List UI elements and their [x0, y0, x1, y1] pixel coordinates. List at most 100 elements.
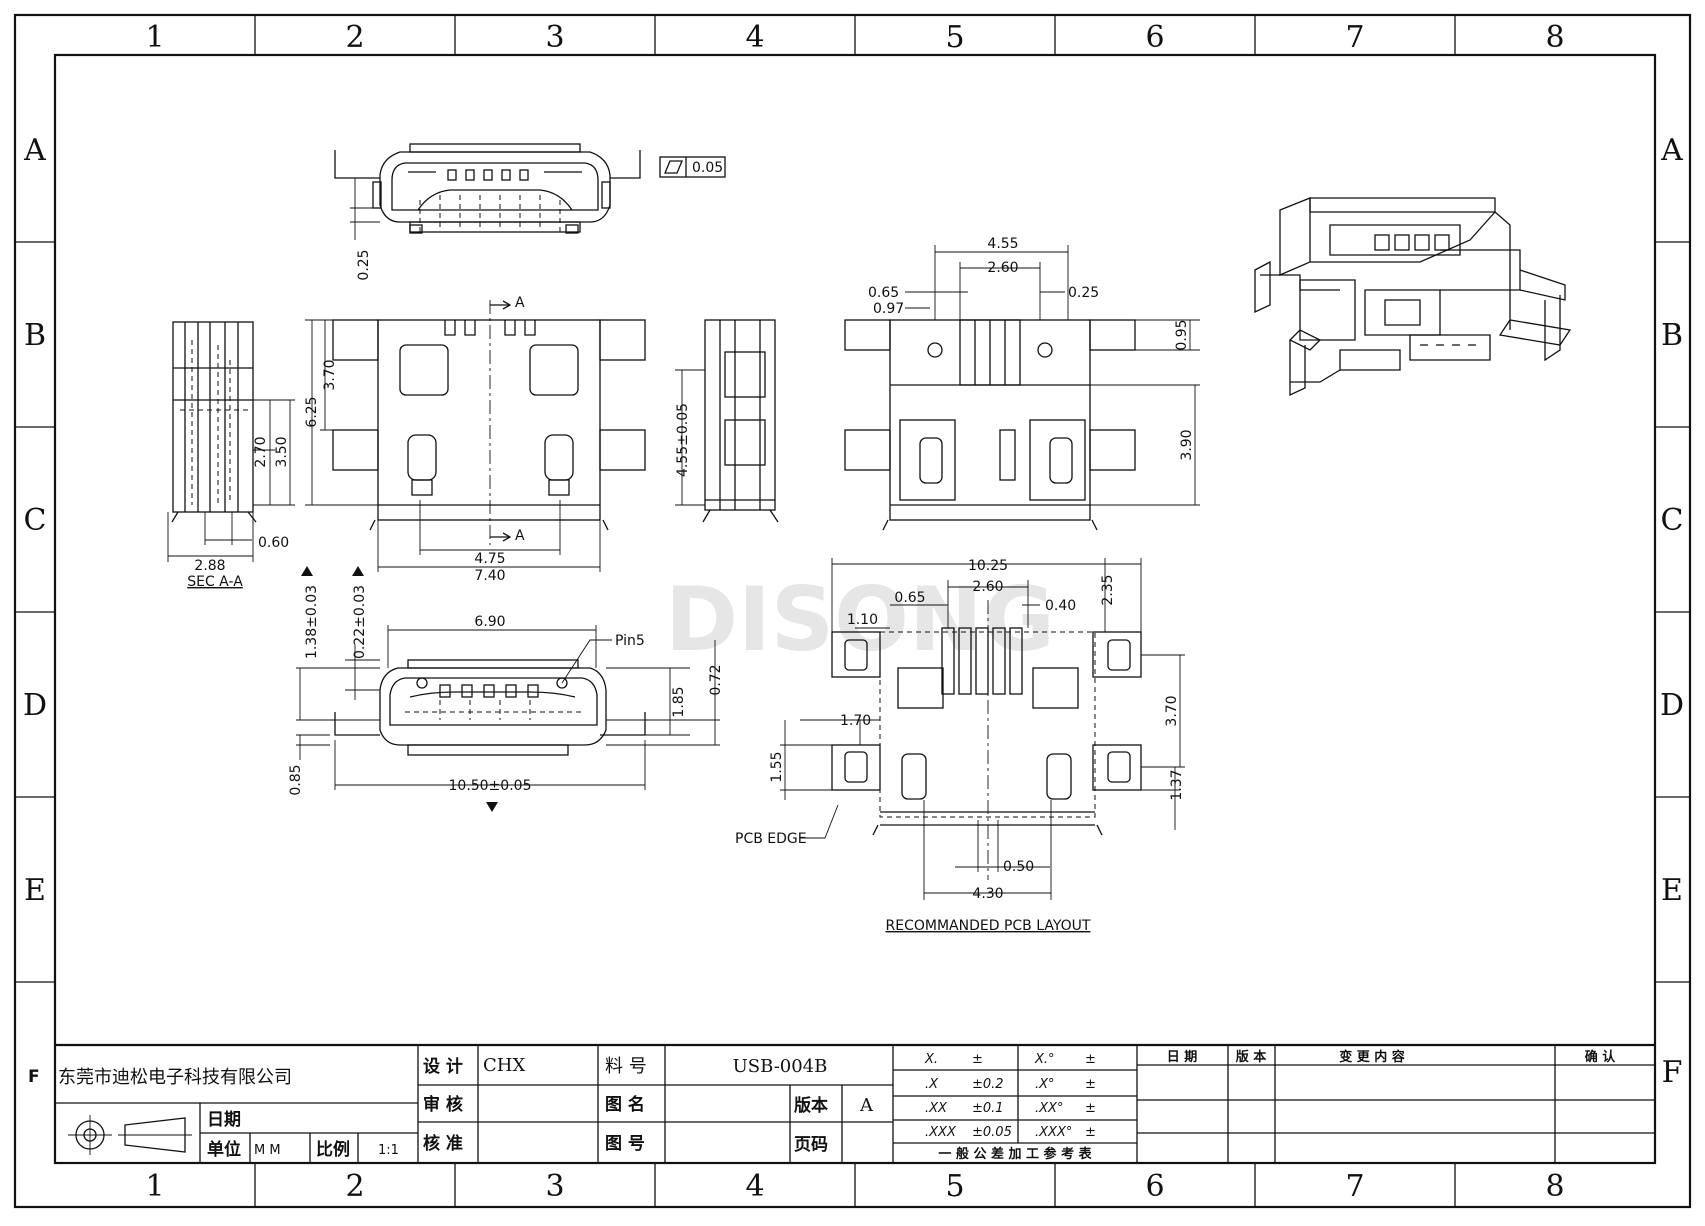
dim-label: 0.60 — [258, 535, 289, 551]
dim-label: 3.90 — [1179, 429, 1195, 460]
datum-triangle — [486, 802, 498, 812]
version-label: 版本 — [794, 1095, 828, 1116]
tol-cell: .X° — [1035, 1077, 1055, 1092]
dim-label: 6.90 — [474, 614, 505, 630]
tol-cell: .XXX — [925, 1125, 957, 1140]
col-label: 5 — [945, 20, 964, 55]
unit-value: M M — [254, 1143, 281, 1158]
designer-value: CHX — [483, 1055, 525, 1076]
tol-cell: ± — [972, 1052, 983, 1067]
dim-label: 0.65 — [894, 590, 925, 606]
company-name: 东莞市迪松电子科技有限公司 — [58, 1067, 292, 1088]
col-label: 3 — [545, 1169, 564, 1204]
pcb-layout-caption: RECOMMANDED PCB LAYOUT — [886, 918, 1091, 934]
scale-label: 比例 — [316, 1139, 350, 1160]
row-label: A — [1660, 133, 1683, 168]
dim-label: 7.40 — [474, 568, 505, 584]
column-labels-bottom: 1 2 3 4 5 6 7 8 — [145, 1169, 1564, 1204]
tolerance-table: X. ± X.° ± .X ±0.2 .X° ± .XX ±0.1 .XX° ±… — [924, 1052, 1096, 1162]
dim-label: 2.88 — [194, 558, 225, 574]
dim-label: 0.25 — [356, 249, 372, 280]
dim-label: 0.65 — [868, 285, 899, 301]
row-label: B — [24, 318, 46, 353]
projection-symbol-icon — [68, 1115, 192, 1155]
col-label: 1 — [145, 1169, 164, 1204]
rear-view: 4.55 2.60 0.65 0.97 0.25 0.95 3.90 — [844, 236, 1200, 531]
dim-label: 10.50±0.05 — [449, 778, 532, 794]
unit-label: 单位 — [207, 1139, 241, 1160]
tol-cell: .XX — [925, 1101, 948, 1116]
flatness-value: 0.05 — [692, 160, 723, 176]
material-label: 料 号 — [605, 1056, 647, 1077]
row-label: E — [1661, 873, 1683, 908]
row-label: A — [23, 133, 46, 168]
dim-label: 0.95 — [1174, 319, 1190, 350]
row-label: B — [1661, 318, 1683, 353]
dim-label: 1.37 — [1169, 769, 1185, 800]
datum-triangle — [301, 566, 313, 576]
flatness-callout: 0.05 — [659, 156, 726, 178]
tol-cell: .X — [925, 1077, 939, 1092]
dim-label: 10.25 — [968, 558, 1008, 574]
tol-cell: ± — [1085, 1077, 1096, 1092]
dim-label: 0.50 — [1003, 859, 1034, 875]
version-value: A — [859, 1095, 874, 1116]
dim-label: 1.70 — [840, 713, 871, 729]
tol-cell: ± — [1085, 1125, 1096, 1140]
column-labels-top: 1 2 3 4 5 6 7 8 — [145, 20, 1564, 55]
drawing-frame — [13, 13, 1692, 1209]
section-view: 2.88 0.60 2.70 3.50 SEC A-A — [167, 321, 295, 590]
drawing-no-label: 图 号 — [605, 1134, 645, 1154]
dim-label: 0.25 — [1068, 285, 1099, 301]
top-view: 0.25 0.05 — [334, 143, 726, 281]
col-label: 8 — [1545, 1169, 1564, 1204]
col-label: 8 — [1545, 20, 1564, 55]
pin-label: Pin5 — [615, 633, 645, 649]
pcb-layout-view: 10.25 0.65 2.60 0.40 2.35 1.10 3.70 1.70… — [735, 558, 1185, 934]
tol-cell: ±0.1 — [972, 1101, 1004, 1116]
rev-header-date: 日 期 — [1167, 1050, 1198, 1065]
dim-label: 2.60 — [972, 579, 1003, 595]
dim-label: 0.97 — [873, 301, 904, 317]
material-number: USB-004B — [733, 1056, 828, 1077]
scale-value: 1:1 — [378, 1143, 399, 1158]
dim-label: 1.10 — [847, 612, 878, 628]
col-label: 6 — [1145, 1169, 1164, 1204]
section-label: SEC A-A — [187, 574, 243, 590]
dim-label: 4.55±0.05 — [675, 403, 691, 477]
col-label: 4 — [745, 1169, 764, 1204]
tol-cell: ±0.05 — [972, 1125, 1012, 1140]
end-view: Pin5 6.90 1.38±0.03 0.22±0.03 1.85 0.72 … — [288, 566, 724, 812]
design-label: 设 计 — [423, 1056, 463, 1077]
dim-label: 4.55 — [987, 236, 1018, 252]
watermark: DISONG — [665, 568, 1055, 671]
tol-cell: X. — [924, 1052, 938, 1067]
col-label: 1 — [145, 20, 164, 55]
rev-header-confirm: 确 认 — [1585, 1049, 1617, 1065]
dim-label: 1.55 — [769, 751, 785, 782]
tol-cell: X.° — [1034, 1052, 1055, 1067]
dim-label: 0.40 — [1045, 598, 1076, 614]
dim-label: 1.38±0.03 — [304, 585, 320, 659]
title-row-label: F — [28, 1067, 40, 1087]
row-label: D — [23, 688, 47, 723]
dim-label: 2.35 — [1100, 574, 1116, 605]
dim-label: 6.25 — [304, 396, 320, 427]
title-block: F 东莞市迪松电子科技有限公司 日期 单位 M M 比例 1:1 设 计 CHX… — [28, 1043, 1655, 1163]
dim-label: 3.70 — [1164, 695, 1180, 726]
cut-label: A — [515, 528, 525, 544]
dim-label: 0.85 — [288, 764, 304, 795]
drawing-name-label: 图 名 — [605, 1094, 645, 1115]
dim-label: 3.70 — [322, 359, 338, 390]
col-label: 4 — [745, 20, 764, 55]
row-label: C — [24, 503, 47, 538]
rev-header-version: 版 本 — [1236, 1049, 1267, 1065]
col-label: 6 — [1145, 20, 1164, 55]
row-label: D — [1660, 688, 1684, 723]
side-view: 4.55±0.05 — [675, 319, 779, 523]
dim-label: 4.75 — [474, 551, 505, 567]
col-label: 3 — [545, 20, 564, 55]
date-label: 日期 — [207, 1110, 241, 1130]
datum-triangle — [352, 566, 364, 576]
